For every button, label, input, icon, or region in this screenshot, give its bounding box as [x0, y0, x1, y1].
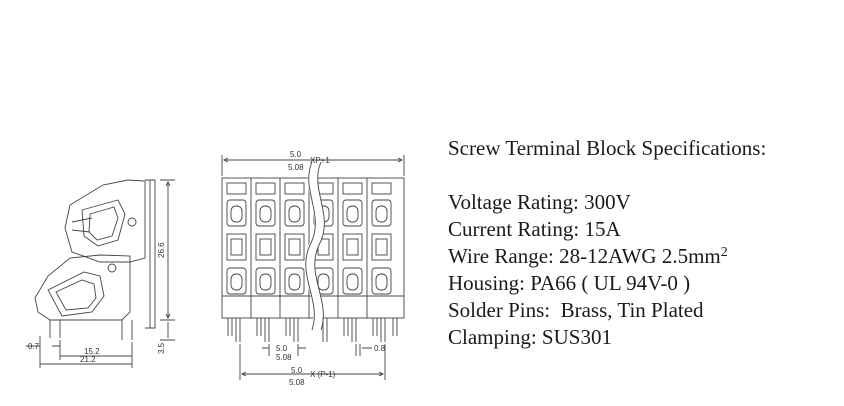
dim-pitch-bottom-suffix: X (P-1)	[310, 370, 336, 379]
dim-offset-small: 0.7	[28, 342, 40, 351]
dim-pitch-top-1: 5.0	[290, 150, 302, 159]
specs-title: Screw Terminal Block Specifications:	[448, 136, 767, 160]
dim-pitch-top-suffix: XP+1	[310, 156, 330, 165]
spec-wire-range-text: Wire Range: 28-12AWG 2.5mm	[448, 244, 721, 268]
dim-pitch-bottom-2: 5.08	[289, 378, 305, 387]
dim-pitch-top-2: 5.08	[288, 163, 304, 172]
spec-wire-range: Wire Range: 28-12AWG 2.5mm2	[448, 243, 766, 270]
spec-solder-pins: Solder Pins: Brass, Tin Plated	[448, 298, 704, 322]
spec-voltage-rating: Voltage Rating: 300V	[448, 190, 631, 214]
dim-width-total: 21.2	[80, 355, 96, 364]
spec-housing: Housing: PA66 ( UL 94V-0 )	[448, 271, 691, 295]
dim-pitch-bottom-1: 5.0	[291, 366, 303, 375]
dim-pin-length: 3.5	[157, 342, 166, 354]
dim-pin-width: 0.8	[374, 344, 386, 353]
spec-wire-range-superscript: 2	[720, 245, 728, 260]
terminal-block-drawing: 5.0 5.08 XP+1 26.6 3.5 0.7 15.2 21.2 5.0…	[26, 150, 405, 387]
dim-width-inner: 15.2	[84, 347, 100, 356]
dim-pin-pitch-1: 5.0	[276, 344, 288, 353]
dim-height-total: 26.6	[157, 242, 166, 258]
specifications-panel: Screw Terminal Block Specifications: Vol…	[448, 135, 766, 351]
front-view	[221, 155, 405, 380]
dim-pin-pitch-2: 5.08	[276, 353, 292, 362]
spec-clamping: Clamping: SUS301	[448, 325, 612, 349]
side-view	[26, 179, 175, 368]
spec-current-rating: Current Rating: 15A	[448, 217, 621, 241]
